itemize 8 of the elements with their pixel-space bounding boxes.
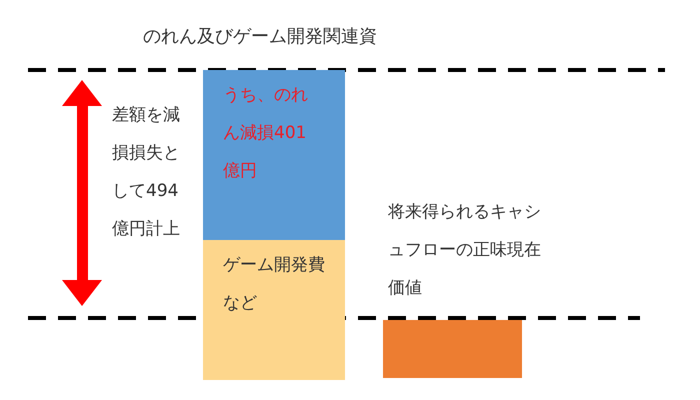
annotation-text: 差額を減損損失として494億円計上 [112, 104, 181, 241]
bar-block [383, 320, 522, 378]
bar-segment [203, 70, 345, 240]
bar-segment [203, 240, 345, 380]
bar-label: うち、のれん減損401億円 [223, 84, 309, 183]
bar-label: ゲーム開発費など [223, 254, 326, 315]
annotation-text: 将来得られるキャシュフローの正味現在価値 [388, 201, 542, 300]
title: のれん及びゲーム開発関連資 [143, 25, 377, 48]
